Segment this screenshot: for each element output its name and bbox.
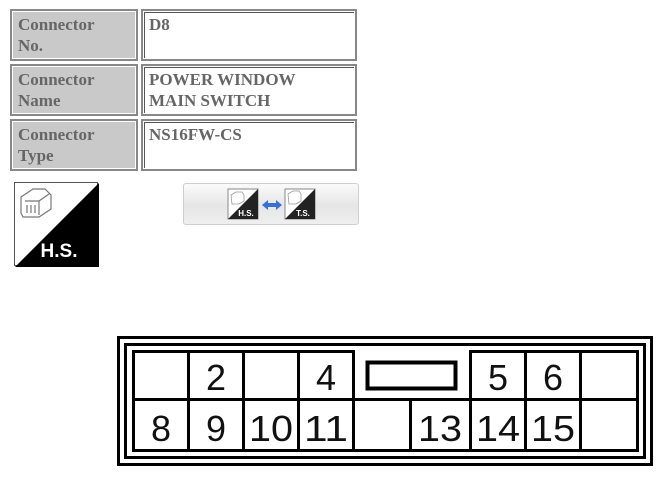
value-line: MAIN SWITCH bbox=[149, 91, 271, 110]
pin-cell bbox=[579, 350, 639, 401]
connector-name-value: POWER WINDOW MAIN SWITCH bbox=[141, 64, 357, 116]
pin-label: 15 bbox=[531, 408, 575, 449]
connector-no-label: Connector No. bbox=[10, 9, 138, 61]
hs-small-text: H.S. bbox=[238, 209, 254, 218]
pin-label: 2 bbox=[206, 357, 226, 398]
value-line: POWER WINDOW bbox=[149, 70, 296, 89]
pin-label: 10 bbox=[249, 408, 293, 449]
view-toggle-button[interactable]: H.S. T.S. bbox=[183, 183, 359, 225]
label-line: Name bbox=[18, 91, 61, 110]
pin-label: 4 bbox=[316, 357, 336, 398]
connector-no-value: D8 bbox=[141, 9, 357, 61]
label-line: Connector bbox=[18, 125, 95, 144]
label-line: No. bbox=[18, 36, 44, 55]
connector-name-label: Connector Name bbox=[10, 64, 138, 116]
pin-cell bbox=[352, 398, 412, 452]
connector-lock bbox=[365, 360, 458, 391]
connector-type-label: Connector Type bbox=[10, 119, 138, 171]
label-line: Type bbox=[18, 146, 54, 165]
pin-label: 5 bbox=[488, 357, 508, 398]
label-line: Connector bbox=[18, 70, 95, 89]
value-line: NS16FW-CS bbox=[149, 125, 242, 144]
pin-cell bbox=[579, 398, 639, 452]
connector-type-value: NS16FW-CS bbox=[141, 119, 357, 171]
value-line: D8 bbox=[149, 15, 170, 34]
harness-side-small-icon: H.S. bbox=[227, 188, 259, 220]
pin-cell bbox=[132, 350, 190, 401]
pin-label: 11 bbox=[304, 408, 348, 449]
double-arrow-icon bbox=[262, 200, 282, 210]
pin-label: 8 bbox=[151, 408, 171, 449]
pin-label: 9 bbox=[206, 408, 226, 449]
label-line: Connector bbox=[18, 15, 95, 34]
terminal-side-small-icon: T.S. bbox=[284, 188, 316, 220]
pin-label: 6 bbox=[543, 357, 563, 398]
harness-side-icon: H.S. bbox=[14, 182, 99, 267]
pin-cell bbox=[242, 350, 300, 401]
hs-text: H.S. bbox=[41, 241, 78, 262]
connector-face-diagram: 2 4 5 6 8 9 10 11 13 14 15 bbox=[117, 336, 653, 471]
pin-label: 13 bbox=[418, 408, 462, 449]
pin-label: 14 bbox=[476, 408, 520, 449]
bottom-row-cells bbox=[132, 398, 639, 452]
ts-small-text: T.S. bbox=[296, 209, 310, 218]
